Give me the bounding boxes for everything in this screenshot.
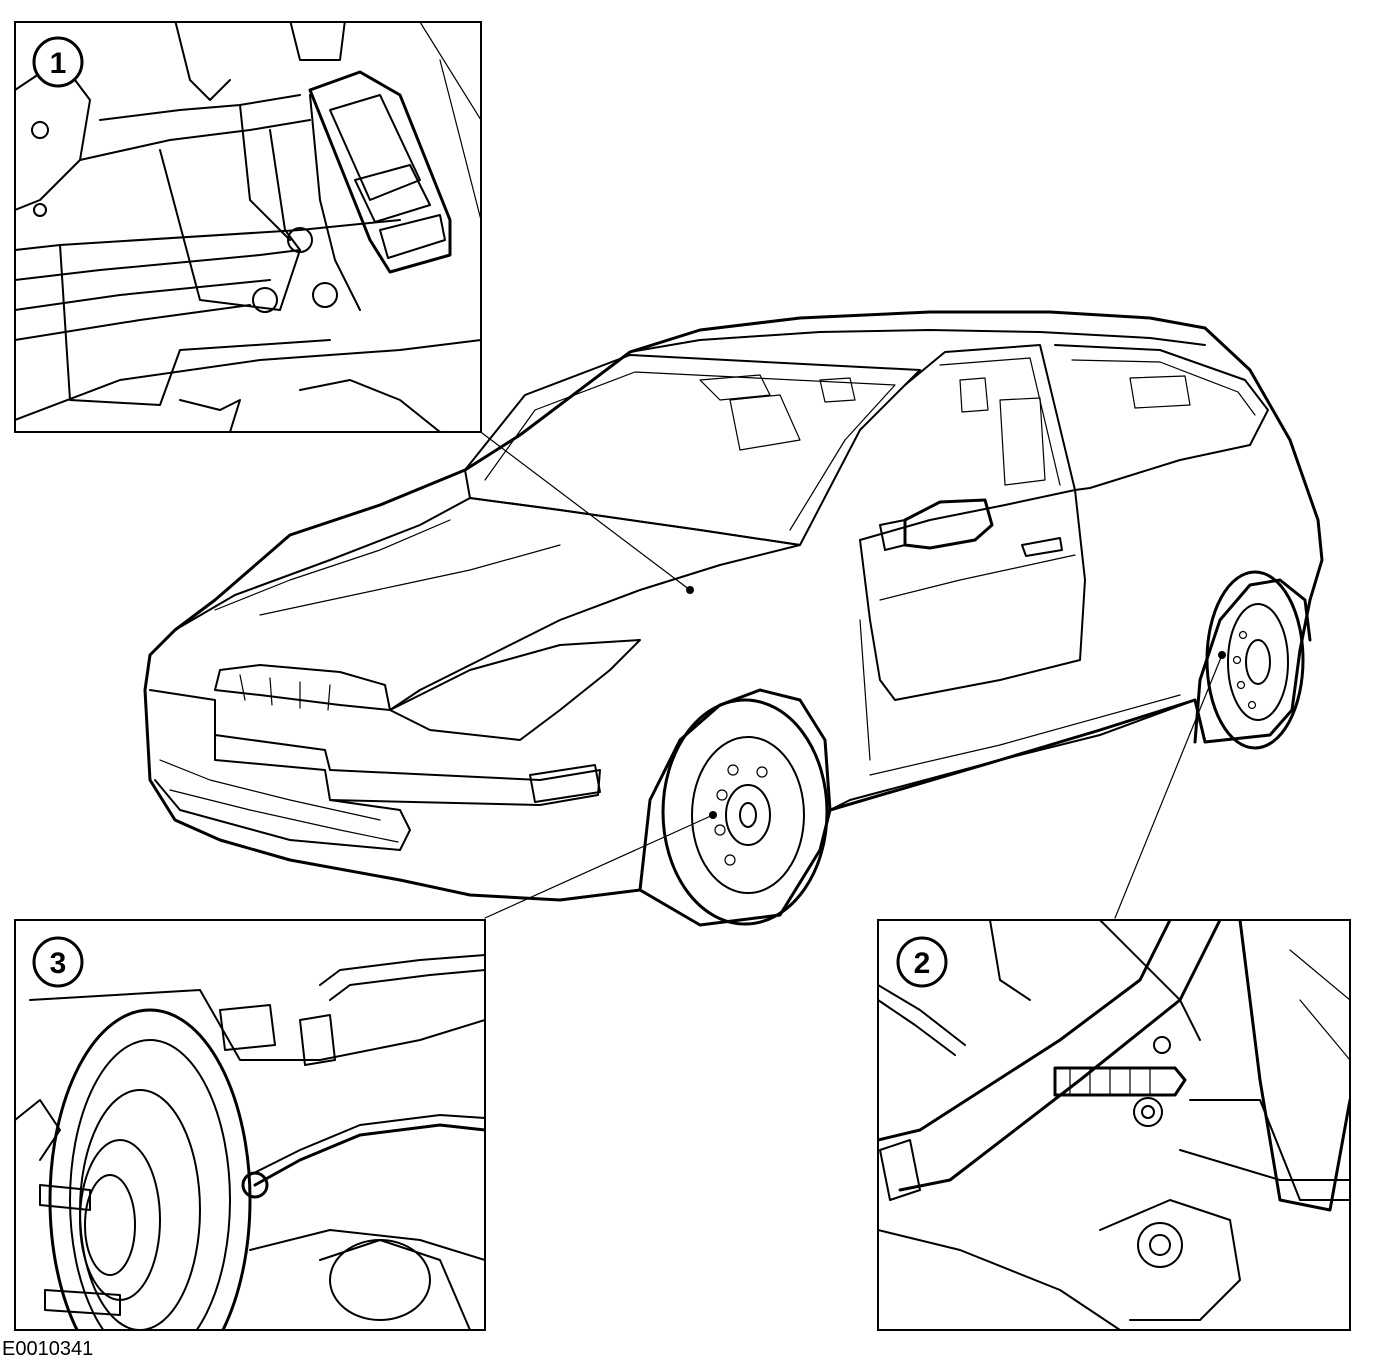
- callout-badge-2: [896, 936, 948, 988]
- inset-panel-2: 2: [877, 919, 1351, 1331]
- inset-panel-1: 1: [14, 21, 482, 433]
- leader-lines: [477, 429, 1223, 919]
- callout-number-1: 1: [50, 47, 67, 80]
- figure-id-label: E0010341: [2, 1338, 93, 1358]
- rear-wheel: [1193, 570, 1312, 750]
- car-illustration: [143, 310, 1324, 927]
- callout-badge-1: [32, 36, 84, 88]
- callout-number-3: 3: [50, 947, 67, 980]
- inset-panel-3: 3: [14, 919, 486, 1331]
- front-wheel: [638, 688, 832, 926]
- callout-number-2: 2: [914, 947, 931, 980]
- callout-badge-3: [32, 936, 84, 988]
